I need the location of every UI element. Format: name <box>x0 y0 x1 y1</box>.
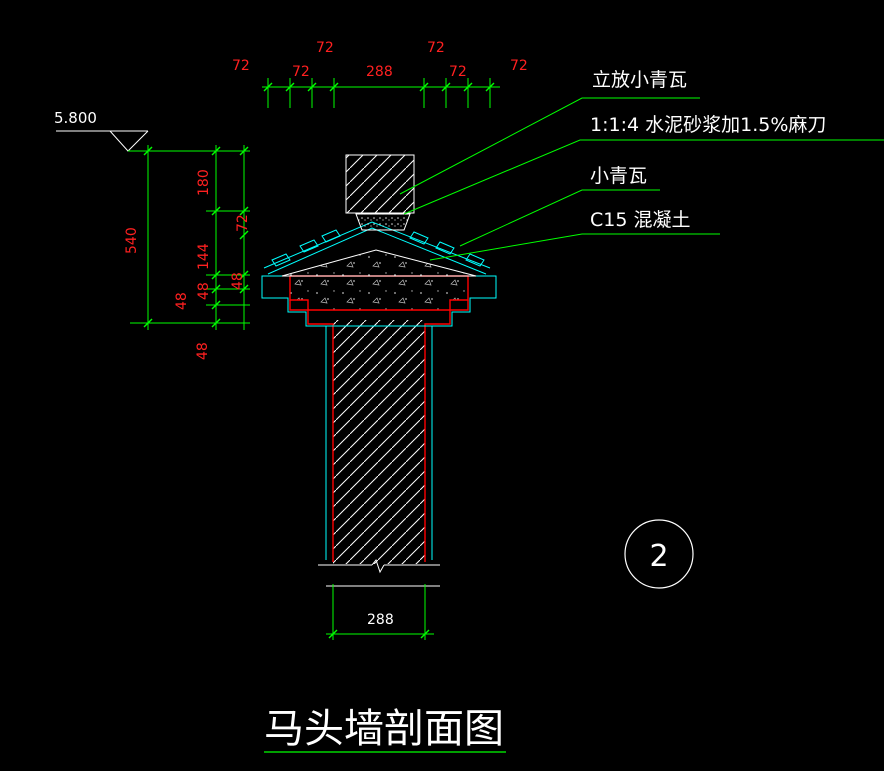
dim-label: 72 <box>232 58 250 74</box>
annotation-labels: 立放小青瓦 1:1:4 水泥砂浆加1.5%麻刀 小青瓦 C15 混凝土 <box>590 69 826 231</box>
top-dimension-labels: 72 72 72 288 72 72 72 <box>232 40 528 80</box>
dim-label: 72 <box>292 64 310 80</box>
dim-label: 72 <box>449 64 467 80</box>
dim-label-72: 72 <box>235 214 251 232</box>
annotation-small-tile: 小青瓦 <box>590 165 647 187</box>
top-dimension-chain <box>262 78 500 108</box>
dim-label: 288 <box>366 64 393 80</box>
annotation-mortar: 1:1:4 水泥砂浆加1.5%麻刀 <box>590 114 826 136</box>
dim-label-48: 48 <box>196 282 212 300</box>
cap-corbel <box>261 249 497 327</box>
detail-number: 2 <box>649 539 668 574</box>
annotation-concrete: C15 混凝土 <box>590 209 690 231</box>
dim-label-180: 180 <box>196 169 212 196</box>
dim-label: 72 <box>427 40 445 56</box>
dim-label: 72 <box>510 58 528 74</box>
wall <box>289 300 469 574</box>
annotation-standing-tile: 立放小青瓦 <box>592 69 687 91</box>
ridge <box>345 154 415 231</box>
leader-lines <box>399 97 884 261</box>
left-dimension-labels: 540 180 72 144 48 48 48 48 <box>124 169 251 360</box>
dim-label: 72 <box>316 40 334 56</box>
dim-label-48: 48 <box>195 342 211 360</box>
elevation-mark: 5.800 <box>54 109 250 152</box>
bottom-dim-label: 288 <box>367 612 394 628</box>
dim-label-48: 48 <box>230 272 246 290</box>
dim-label-540: 540 <box>124 227 140 254</box>
dim-label-144: 144 <box>196 243 212 270</box>
drawing-title: 马头墙剖面图 <box>264 706 504 752</box>
elevation-value: 5.800 <box>54 109 97 127</box>
bottom-dimension <box>326 584 440 640</box>
detail-marker: 2 <box>624 519 694 589</box>
dim-label-48: 48 <box>174 292 190 310</box>
left-dimension-lines <box>130 145 250 330</box>
